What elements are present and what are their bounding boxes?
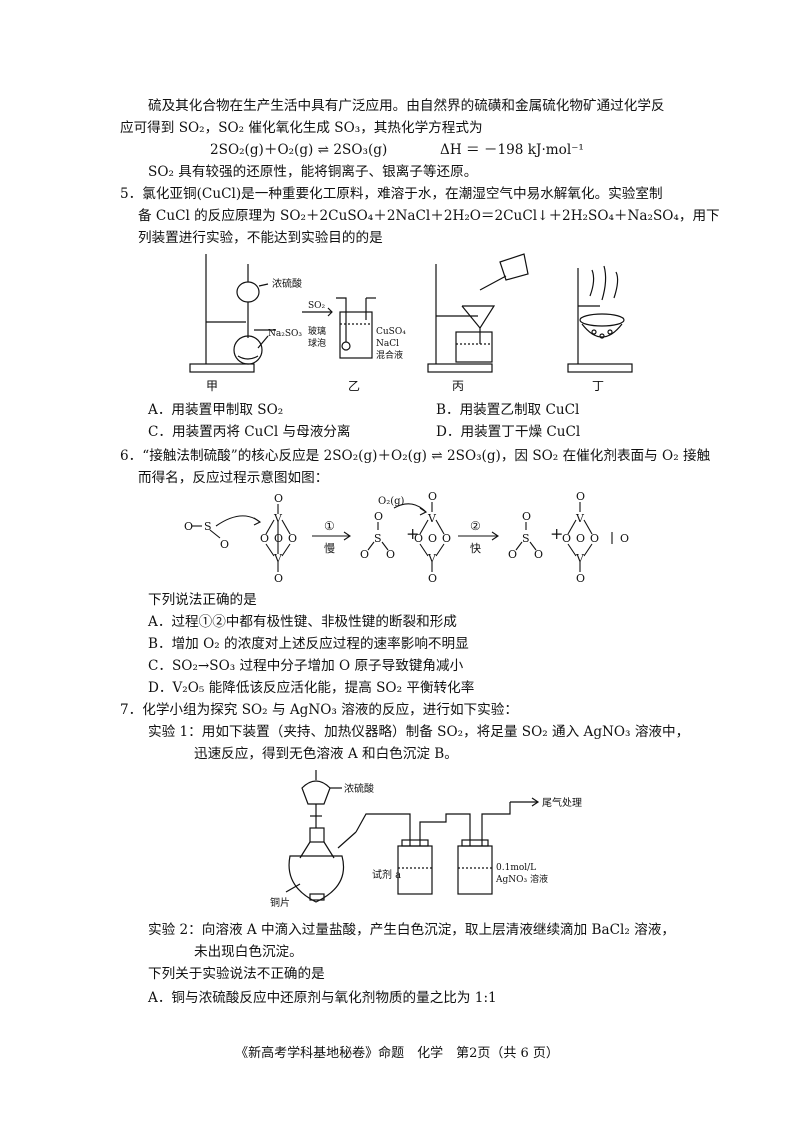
- step-2-label: ②: [470, 519, 481, 533]
- caption-yi: 乙: [348, 379, 360, 393]
- svg-text:S: S: [522, 532, 530, 545]
- caption-ding: 丁: [592, 379, 604, 393]
- caption-bing: 丙: [452, 379, 464, 393]
- q7-exp2-line-1: 实验 2：向溶液 A 中滴入过量盐酸，产生白色沉淀，取上层清液继续滴加 BaCl…: [148, 922, 675, 938]
- svg-text:O: O: [274, 492, 283, 505]
- yi-solution-label-2: NaCl: [376, 339, 399, 349]
- svg-text:O: O: [414, 532, 423, 545]
- jia-salt-label: Na₂SO₃: [268, 329, 302, 339]
- svg-text:V: V: [273, 512, 283, 525]
- q7-question: 下列关于实验说法不正确的是: [148, 966, 325, 982]
- intro-line-3: SO₂ 具有较强的还原性，能将铜离子、银离子等还原。: [148, 164, 478, 180]
- svg-text:O: O: [274, 532, 283, 545]
- q5-apparatus-figure: 浓硫酸 Na₂SO₃ SO₂ 玻璃 球泡 CuSO₄ NaCl 混合液 甲 乙 …: [189, 253, 633, 393]
- svg-text:O: O: [260, 532, 269, 545]
- svg-text:O: O: [360, 548, 369, 561]
- page-footer: 《新高考学科基地秘卷》命题 化学 第2页（共 6 页）: [235, 1046, 559, 1061]
- svg-text:O: O: [374, 510, 383, 523]
- svg-text:+: +: [550, 524, 563, 543]
- svg-text:S: S: [374, 532, 382, 545]
- q5-stem-1: 5．氯化亚铜(CuCl)是一种重要化工原料，难溶于水，在潮湿空气中易水解氧化。实…: [120, 186, 663, 202]
- q7-option-a: A．铜与浓硫酸反应中还原剂与氧化剂物质的量之比为 1:1: [148, 990, 497, 1006]
- q7-exp1-line-2: 迅速反应，得到无色溶液 A 和白色沉淀 B。: [194, 746, 458, 762]
- acid-label: 浓硫酸: [344, 782, 374, 795]
- svg-text:O: O: [562, 532, 571, 545]
- step-1-label: ①: [324, 519, 335, 533]
- agno3-label-1: 0.1mol/L: [496, 863, 536, 873]
- q7-exp2-line-2: 未出现白色沉淀。: [194, 944, 303, 960]
- yi-gas-label: SO₂: [308, 301, 326, 311]
- svg-text:S: S: [204, 520, 212, 533]
- svg-text:V: V: [273, 552, 283, 565]
- svg-text:O: O: [508, 548, 517, 561]
- reagent-a-label: 试剂 a: [372, 868, 401, 881]
- q6-option-a: A．过程①②中都有极性键、非极性键的断裂和形成: [148, 614, 457, 630]
- q6-stem-2: 而得名，反应过程示意图如图：: [138, 470, 329, 486]
- svg-text:V: V: [575, 512, 585, 525]
- svg-text:O: O: [288, 532, 297, 545]
- q7-stem: 7．化学小组为探究 SO₂ 与 AgNO₃ 溶液的反应，进行如下实验：: [120, 702, 518, 718]
- q6-option-c: C．SO₂→SO₃ 过程中分子增加 O 原子导致键角减小: [148, 658, 464, 674]
- svg-text:O: O: [620, 532, 629, 545]
- svg-text:O: O: [184, 520, 193, 533]
- yi-foam-label-2: 球泡: [308, 337, 326, 349]
- intro-line-1: 硫及其化合物在生产生活中具有广泛应用。由自然界的硫磺和金属硫化物矿通过化学反: [148, 98, 665, 114]
- svg-text:O: O: [576, 572, 585, 584]
- svg-text:O: O: [576, 492, 585, 503]
- agno3-label-2: AgNO₃ 溶液: [495, 873, 548, 885]
- q5-stem-3: 列装置进行实验，不能达到实验目的的是: [138, 230, 383, 246]
- q7-apparatus-figure: 浓硫酸 铜片 尾气处理 试剂 a 0.1mol/L AgNO₃ 溶液: [270, 770, 582, 909]
- q5-option-b: B．用装置乙制取 CuCl: [436, 402, 580, 418]
- svg-text:O: O: [386, 548, 395, 561]
- svg-text:O: O: [274, 572, 283, 584]
- apparatus-bing: [427, 253, 529, 373]
- svg-text:+: +: [406, 524, 419, 543]
- jia-acid-label: 浓硫酸: [272, 277, 302, 290]
- apparatus-ding: [567, 265, 633, 373]
- yi-solution-label-3: 混合液: [376, 349, 403, 361]
- q7-exp1-line-1: 实验 1：用如下装置（夹持、加热仪器略）制备 SO₂，将足量 SO₂ 通入 Ag…: [148, 724, 690, 740]
- intro-equation: 2SO₂(g)＋O₂(g) ⇌ 2SO₃(g): [210, 142, 388, 158]
- svg-text:O: O: [220, 538, 229, 551]
- apparatus-jia: [189, 254, 276, 373]
- apparatus-yi: [302, 297, 376, 359]
- svg-text:V: V: [427, 512, 437, 525]
- svg-text:O: O: [576, 532, 585, 545]
- q6-option-b: B．增加 O₂ 的浓度对上述反应过程的速率影响不明显: [148, 636, 469, 652]
- svg-text:O: O: [428, 492, 437, 503]
- yi-foam-label-1: 玻璃: [308, 325, 326, 337]
- o2-label: O₂(g): [378, 496, 405, 507]
- tail-gas-label: 尾气处理: [542, 796, 582, 809]
- svg-text:O: O: [534, 548, 543, 561]
- svg-text:O: O: [442, 532, 451, 545]
- step-2-rate: 快: [470, 542, 481, 555]
- yi-solution-label-1: CuSO₄: [376, 327, 406, 337]
- svg-text:O: O: [428, 532, 437, 545]
- caption-jia: 甲: [206, 379, 218, 393]
- copper-label: 铜片: [270, 896, 290, 909]
- svg-text:O: O: [522, 510, 531, 523]
- q6-stem-1: 6．“接触法制硫酸”的核心反应是 2SO₂(g)＋O₂(g) ⇌ 2SO₃(g)…: [120, 448, 711, 464]
- intro-line-2: 应可得到 SO₂，SO₂ 催化氧化生成 SO₃，其热化学方程式为: [120, 120, 483, 136]
- q5-option-d: D．用装置丁干燥 CuCl: [436, 424, 581, 440]
- intro-enthalpy: ΔH ＝ －198 kJ·mol⁻¹: [440, 142, 584, 158]
- q6-option-d: D．V₂O₅ 能降低该反应活化能，提高 SO₂ 平衡转化率: [148, 680, 475, 696]
- q5-option-a: A．用装置甲制取 SO₂: [148, 402, 284, 418]
- q6-question: 下列说法正确的是: [148, 592, 257, 608]
- svg-text:O: O: [428, 572, 437, 584]
- svg-text:V: V: [427, 552, 437, 565]
- q5-option-c: C．用装置丙将 CuCl 与母液分离: [148, 424, 351, 440]
- step-1-rate: 慢: [324, 542, 335, 555]
- svg-text:V: V: [575, 552, 585, 565]
- svg-text:O: O: [590, 532, 599, 545]
- q5-stem-2: 备 CuCl 的反应原理为 SO₂＋2CuSO₄＋2NaCl＋2H₂O＝2CuC…: [138, 208, 720, 224]
